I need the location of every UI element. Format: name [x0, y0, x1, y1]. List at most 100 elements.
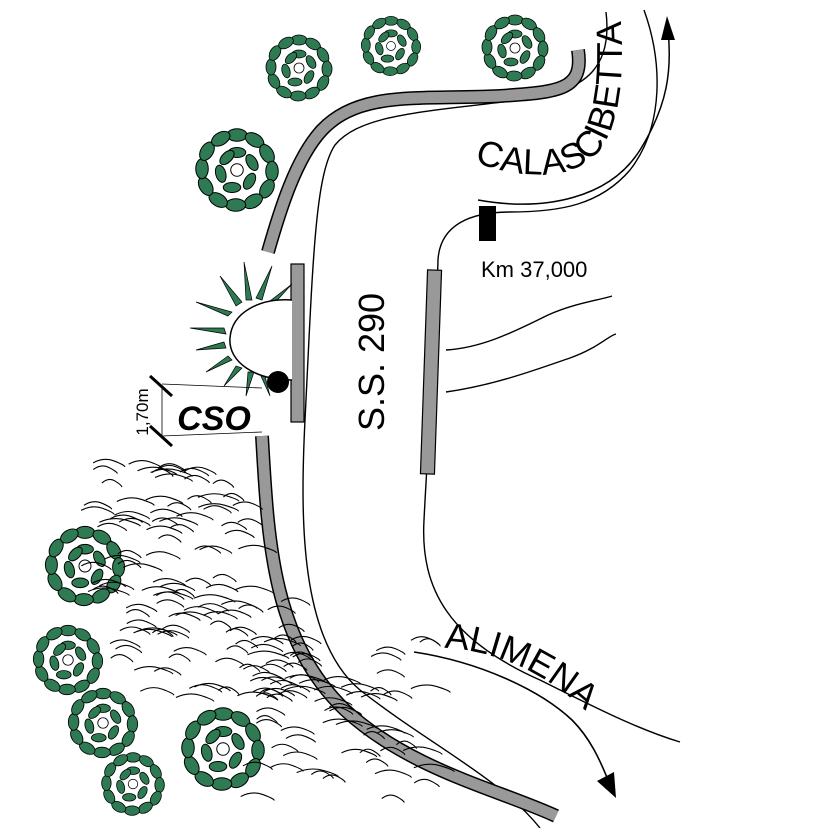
hatch-stroke [314, 697, 353, 706]
hatch-stroke [242, 761, 273, 771]
hatch-stroke [81, 561, 112, 571]
hatch-stroke [402, 746, 443, 755]
hatch-stroke [298, 679, 337, 688]
hatch-stroke [146, 525, 183, 534]
hatch-stroke [169, 524, 195, 533]
hatch-stroke [285, 734, 317, 743]
hatch-stroke [322, 718, 363, 727]
hatch-stroke [92, 585, 119, 594]
hatch-stroke [297, 658, 323, 667]
hatch-stroke [123, 563, 163, 572]
hatch-stroke [359, 748, 381, 757]
hatch-stroke [310, 770, 334, 779]
side-road-south-edge [445, 333, 617, 393]
hatch-stroke [92, 465, 118, 474]
hatch-stroke [117, 559, 142, 569]
hatch-stroke [217, 686, 240, 695]
hatch-stroke [278, 623, 305, 633]
hatch-stroke [265, 659, 294, 668]
hatch-stroke [150, 508, 183, 518]
hatch-stroke [324, 706, 354, 715]
slope-hatching [80, 458, 455, 803]
hatch-stroke [383, 690, 413, 699]
hatch-stroke [271, 743, 299, 753]
hatch-stroke [157, 464, 187, 474]
hatch-stroke [137, 466, 178, 476]
hatch-stroke [396, 740, 418, 749]
hatch-stroke [263, 637, 302, 647]
hatch-stroke [263, 687, 296, 697]
hatch-stroke [175, 693, 215, 702]
hatch-stroke [284, 674, 327, 683]
hatch-stroke [150, 468, 193, 477]
hatch-stroke [212, 479, 235, 488]
hatch-stroke [284, 685, 326, 695]
hatch-stroke [92, 578, 127, 588]
hatch-stroke [289, 651, 314, 660]
hatch-stroke [156, 591, 185, 600]
hatch-stroke [410, 636, 439, 645]
hatch-stroke [158, 463, 186, 472]
hatch-stroke [104, 554, 141, 564]
hatch-stroke [340, 683, 380, 692]
hatch-stroke [133, 665, 174, 675]
tree-icon [194, 127, 279, 213]
hatch-stroke [229, 626, 257, 635]
hatch-stroke [341, 748, 378, 758]
hatch-stroke [413, 778, 440, 788]
hatch-stroke [157, 630, 190, 639]
hatch-stroke [360, 693, 398, 702]
tree-icon [180, 706, 265, 792]
hatch-stroke [381, 794, 405, 803]
hatch-stroke [187, 495, 212, 504]
hatch-stroke [370, 652, 402, 661]
hatch-stroke [184, 474, 210, 484]
hatch-stroke [238, 604, 264, 613]
guardrail-west-straight [290, 263, 305, 423]
hatch-stroke [282, 751, 318, 760]
hatch-stroke [226, 645, 249, 654]
hatch-stroke [266, 693, 293, 702]
hatch-stroke [380, 746, 406, 756]
hatch-stroke [209, 620, 232, 629]
arrow-icon [477, 29, 671, 205]
hatch-stroke [116, 497, 155, 506]
hatch-stroke [152, 577, 187, 587]
hatch-stroke [203, 611, 238, 620]
hatch-stroke [140, 687, 175, 696]
hatch-stroke [109, 514, 143, 523]
hatch-stroke [156, 599, 185, 608]
hatch-stroke [188, 684, 223, 693]
tree-icon [481, 14, 549, 82]
hatch-stroke [291, 642, 314, 651]
arrow-icon [661, 16, 675, 40]
hatch-stroke [221, 521, 248, 531]
hatch-stroke [110, 654, 134, 663]
hatch-stroke [114, 510, 151, 520]
hatch-stroke [259, 663, 287, 673]
hatch-stroke [374, 769, 413, 778]
hatch-stroke [335, 720, 378, 729]
tree-icon [32, 624, 104, 696]
guardrail-east-straight [419, 269, 443, 475]
hatch-stroke [167, 502, 192, 511]
hatch-stroke [237, 518, 264, 527]
dimension: 1,70m CSO [133, 374, 263, 448]
hatch-stroke [225, 628, 249, 637]
arrow-icon [413, 651, 609, 781]
hatch-stroke [345, 691, 381, 700]
hatch-stroke [256, 707, 286, 716]
hatch-stroke [250, 636, 284, 645]
spiky-vegetation [189, 261, 293, 397]
hatch-stroke [125, 603, 158, 613]
tree-icon [44, 525, 126, 607]
hatch-stroke [249, 676, 282, 686]
hatch-stroke [97, 522, 128, 532]
hatch-stroke [329, 706, 363, 716]
hatch-stroke [126, 619, 157, 628]
side-road-north-edge [445, 295, 613, 351]
hatch-stroke [296, 768, 339, 777]
hatch-stroke [153, 667, 182, 676]
hatch-stroke [242, 665, 271, 674]
